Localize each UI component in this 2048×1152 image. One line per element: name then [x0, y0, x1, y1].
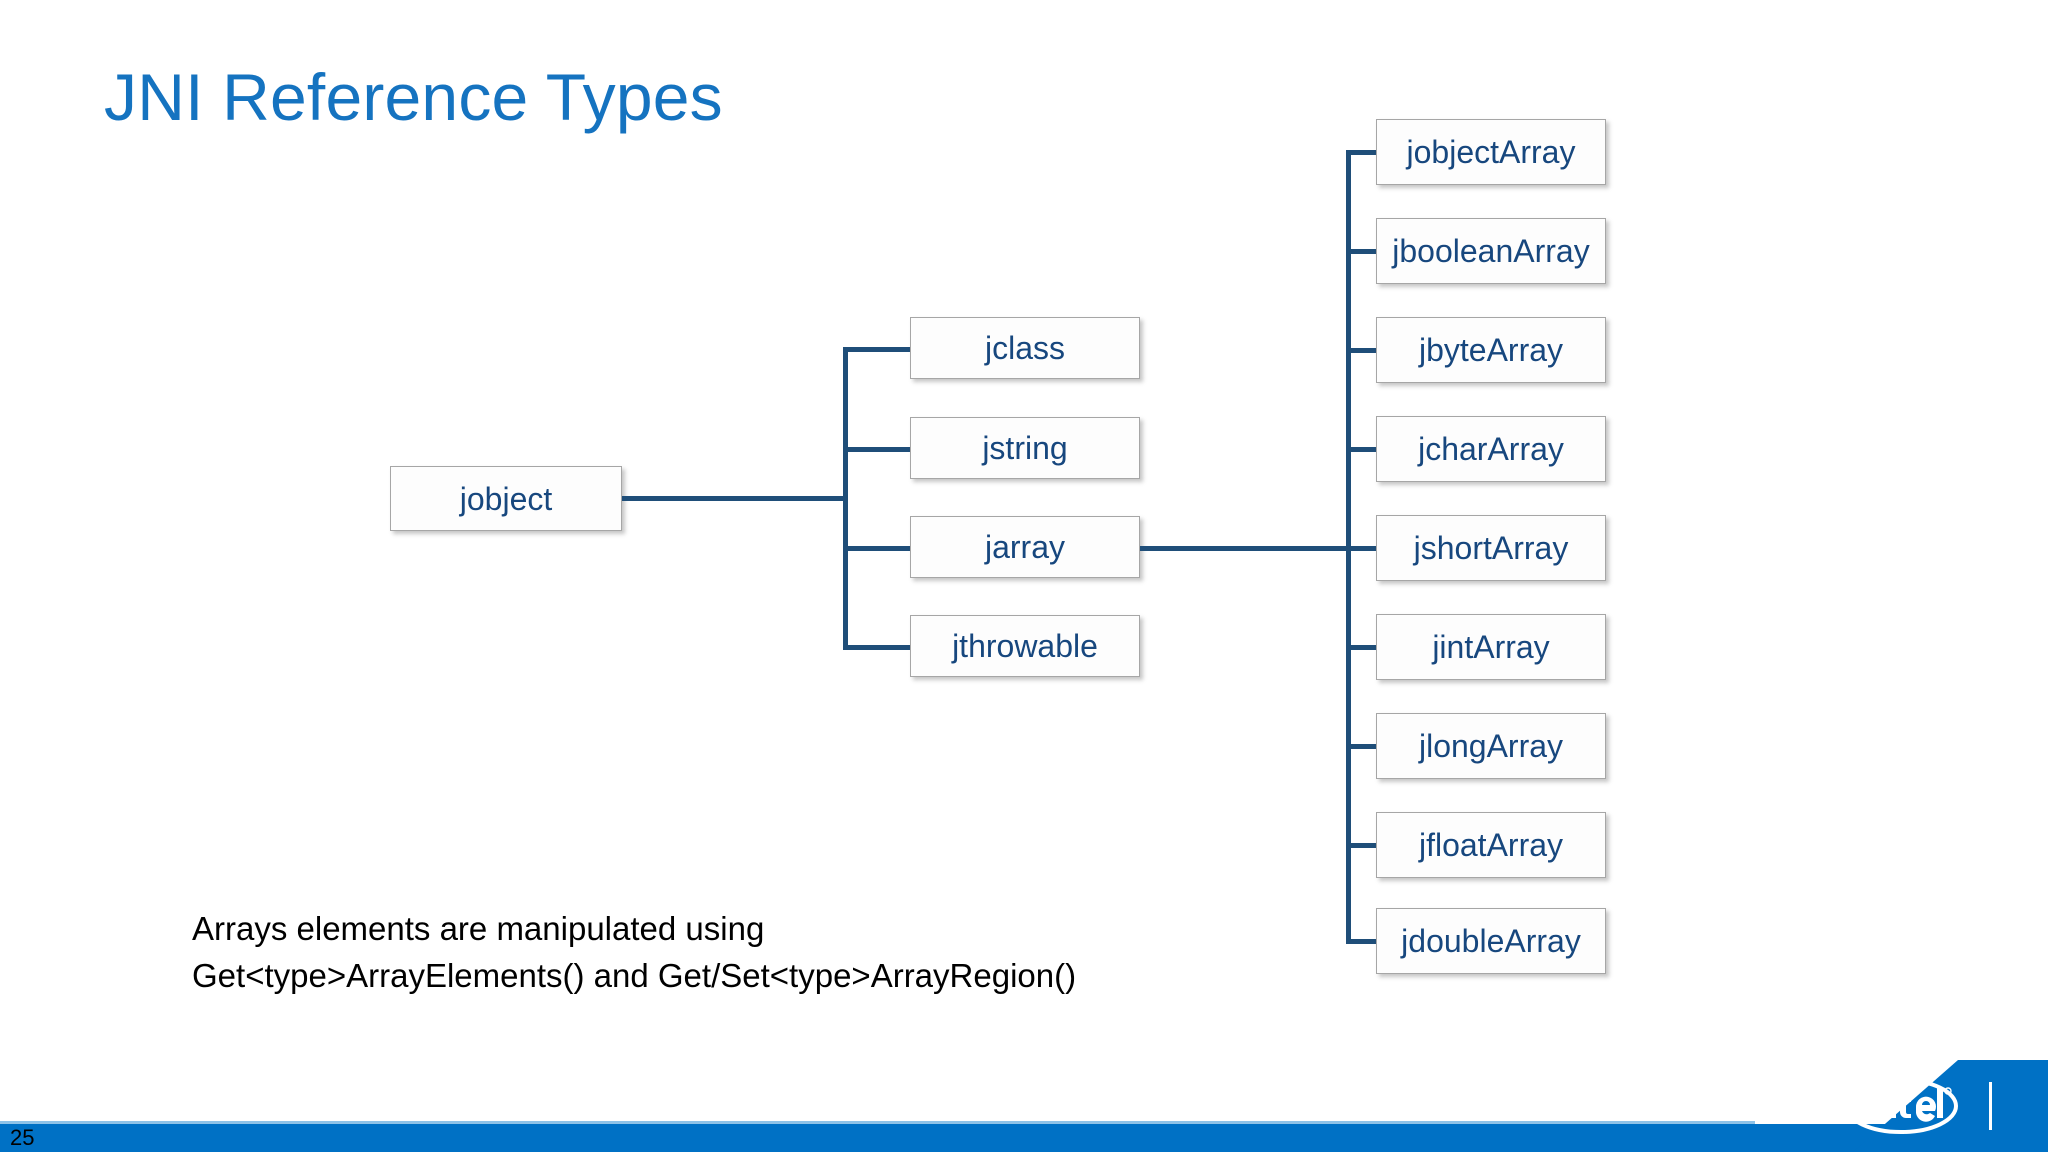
node-jfloatArray[interactable]: jfloatArray — [1376, 812, 1606, 878]
connector-stub-jbyteArray — [1346, 348, 1378, 353]
node-label: jshortArray — [1413, 530, 1569, 566]
connector-stub-jdoubleArray — [1346, 939, 1378, 944]
connector-stub-jshortArray — [1346, 546, 1378, 551]
body-paragraph-1: Arrays elements are manipulated using Ge… — [192, 909, 1077, 994]
page-title: JNI Reference Types — [104, 60, 723, 134]
connector-jarray-to-array-trunk — [1140, 546, 1349, 551]
node-label: jcharArray — [1418, 431, 1564, 467]
footer-hairline — [0, 1121, 1755, 1124]
node-label: jdoubleArray — [1401, 923, 1581, 959]
node-jobjectArray[interactable]: jobjectArray — [1376, 119, 1606, 185]
node-jintArray[interactable]: jintArray — [1376, 614, 1606, 680]
node-jobject[interactable]: jobject — [390, 466, 622, 531]
connector-stub-jcharArray — [1346, 447, 1378, 452]
intel-logo — [1844, 1078, 1958, 1134]
connector-stub-jobjectArray — [1346, 150, 1378, 155]
node-label: jclass — [984, 330, 1065, 366]
node-label: jbyteArray — [1418, 332, 1564, 368]
node-label: jarray — [984, 529, 1065, 565]
connector-stub-jclass — [843, 347, 911, 352]
footer-bar — [0, 1124, 2048, 1152]
connector-jobject-to-trunk — [622, 496, 846, 501]
node-jbyteArray[interactable]: jbyteArray — [1376, 317, 1606, 383]
connector-stub-jlongArray — [1346, 744, 1378, 749]
connector-stub-jthrowable — [843, 645, 911, 650]
connector-stub-jintArray — [1346, 645, 1378, 650]
footer-divider — [1989, 1082, 1992, 1130]
connector-middle-trunk — [843, 349, 848, 649]
node-jstring[interactable]: jstring — [910, 417, 1140, 479]
node-label: jlongArray — [1418, 728, 1564, 764]
node-jdoubleArray[interactable]: jdoubleArray — [1376, 908, 1606, 974]
node-jcharArray[interactable]: jcharArray — [1376, 416, 1606, 482]
node-jclass[interactable]: jclass — [910, 317, 1140, 379]
slide-footer: 25 — [0, 1060, 2048, 1152]
connector-stub-jarray — [843, 546, 911, 551]
jni-reference-types-diagram: jobject jclass jstring jarray jthrowable — [390, 119, 1606, 974]
connector-stub-jfloatArray — [1346, 843, 1378, 848]
node-label: jobject — [459, 480, 553, 517]
node-jthrowable[interactable]: jthrowable — [910, 615, 1140, 677]
node-label: jintArray — [1432, 629, 1550, 665]
node-label: jstring — [982, 430, 1068, 466]
node-label: jbooleanArray — [1392, 233, 1590, 269]
node-label: jfloatArray — [1418, 827, 1564, 863]
node-jshortArray[interactable]: jshortArray — [1376, 515, 1606, 581]
node-label: jthrowable — [952, 628, 1098, 664]
connector-stub-jstring — [843, 447, 911, 452]
page-number: 25 — [10, 1125, 35, 1150]
connector-stub-jbooleanArray — [1346, 249, 1378, 254]
node-jbooleanArray[interactable]: jbooleanArray — [1376, 218, 1606, 284]
node-jarray[interactable]: jarray — [910, 516, 1140, 578]
node-label: jobjectArray — [1406, 134, 1576, 170]
node-jlongArray[interactable]: jlongArray — [1376, 713, 1606, 779]
